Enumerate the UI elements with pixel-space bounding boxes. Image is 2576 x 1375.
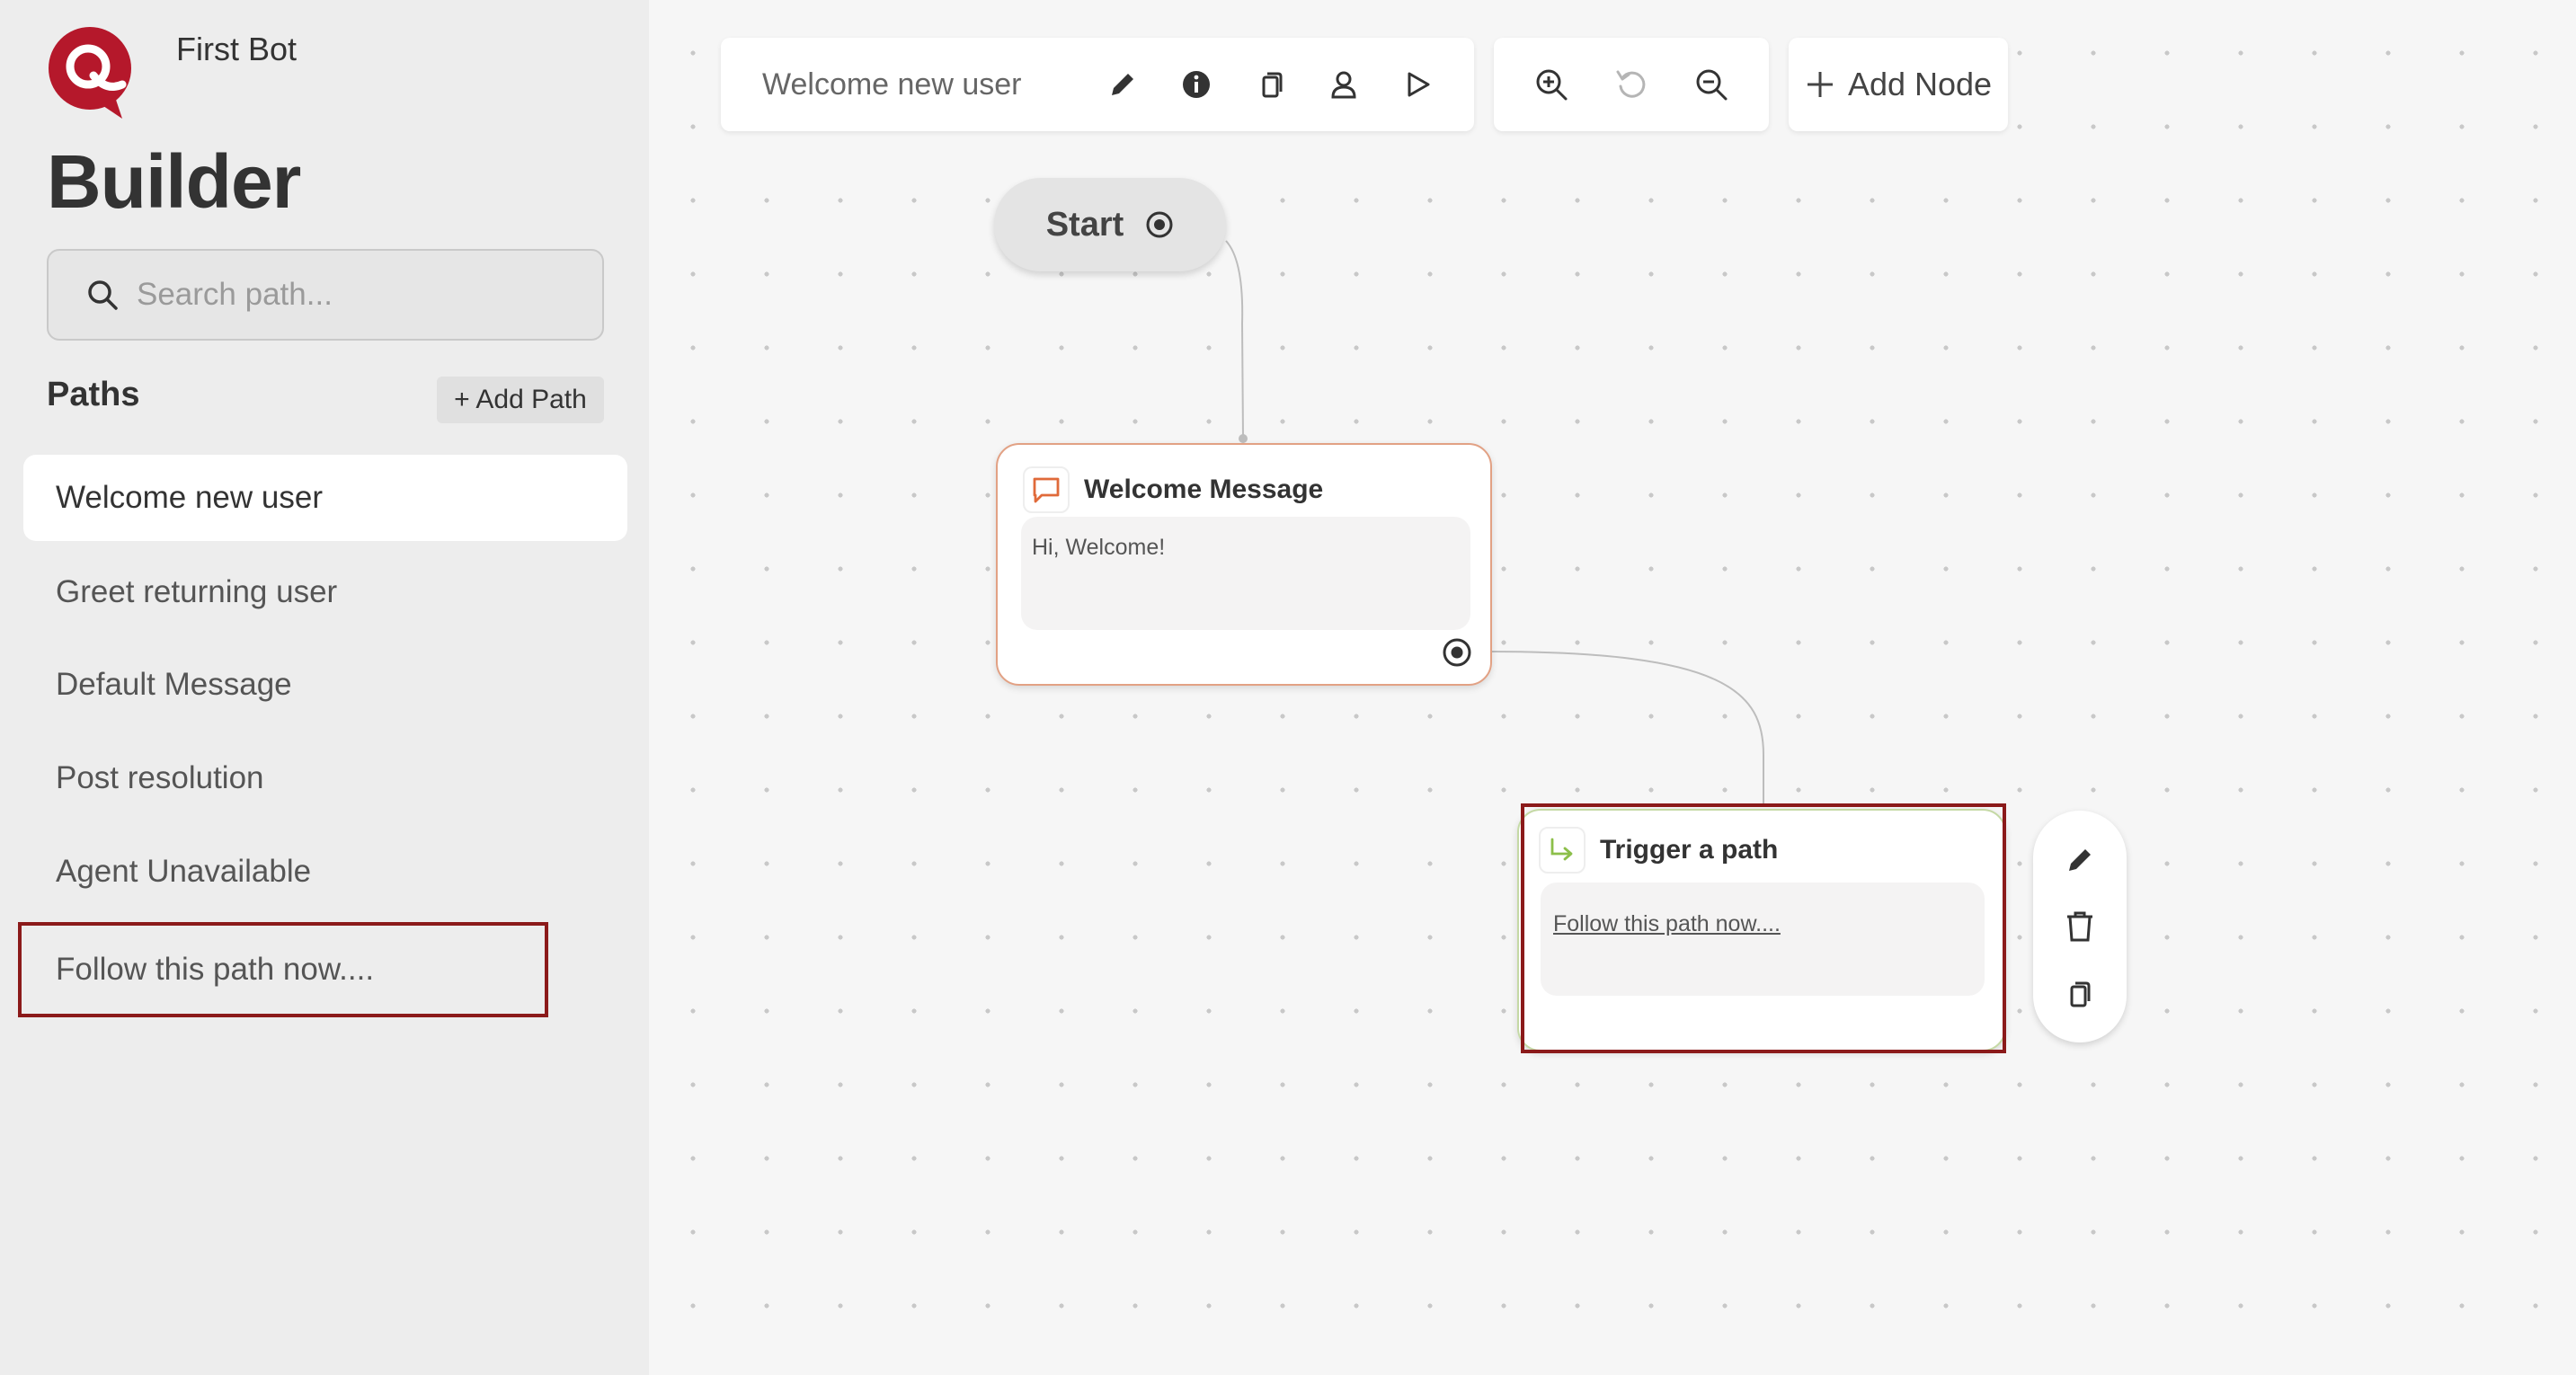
- node-title: Welcome Message: [1084, 475, 1324, 504]
- run-path-button[interactable]: [1381, 48, 1454, 121]
- target-path-link[interactable]: Follow this path now....: [1553, 911, 1781, 936]
- duplicate-node-button[interactable]: [2043, 960, 2117, 1026]
- chat-bubble-icon: [1033, 477, 1060, 503]
- edit-node-button[interactable]: [2043, 827, 2117, 893]
- current-path-name: Welcome new user: [762, 67, 1022, 102]
- zoom-out-button[interactable]: [1674, 48, 1748, 121]
- path-info-button[interactable]: [1159, 48, 1233, 121]
- path-toolbar: Welcome new user: [721, 38, 1474, 131]
- node-body: Hi, Welcome!: [1021, 517, 1470, 630]
- copy-icon: [2070, 981, 2091, 1007]
- output-handle-icon[interactable]: [1442, 637, 1472, 668]
- info-icon: [1183, 71, 1210, 98]
- node-icon-box: [1539, 827, 1586, 874]
- sidebar-item-agent-unavailable[interactable]: Agent Unavailable: [56, 854, 312, 889]
- delete-node-button[interactable]: [2043, 893, 2117, 960]
- start-label: Start: [1045, 205, 1124, 244]
- radio-target-icon[interactable]: [1145, 210, 1174, 239]
- trigger-path-node[interactable]: Trigger a path Follow this path now....: [1517, 809, 2006, 1051]
- search-input[interactable]: [137, 277, 568, 313]
- start-node[interactable]: Start: [994, 178, 1226, 271]
- pencil-icon: [1112, 74, 1133, 95]
- add-node-button[interactable]: Add Node: [1789, 38, 2008, 131]
- paths-heading: Paths: [47, 376, 140, 413]
- node-actions-menu: [2033, 811, 2127, 1042]
- zoom-out-icon: [1696, 69, 1728, 101]
- app-logo-icon: [49, 27, 131, 119]
- sidebar-item-welcome-new-user[interactable]: Welcome new user: [23, 455, 627, 541]
- node-message-text: Hi, Welcome!: [1032, 535, 1166, 560]
- node-icon-box: [1023, 466, 1070, 513]
- sidebar-item-follow-this-path[interactable]: Follow this path now....: [18, 922, 548, 1017]
- duplicate-path-button[interactable]: [1233, 48, 1307, 121]
- search-icon: [88, 280, 118, 310]
- search-box[interactable]: [47, 249, 604, 341]
- path-user-button[interactable]: [1307, 48, 1381, 121]
- edit-path-button[interactable]: [1086, 48, 1159, 121]
- add-node-label: Add Node: [1847, 66, 1993, 102]
- sidebar-item-default-message[interactable]: Default Message: [56, 667, 292, 702]
- pencil-icon: [2069, 849, 2091, 871]
- page-title: Builder: [47, 139, 301, 224]
- zoom-toolbar: [1494, 38, 1769, 131]
- bot-name: First Bot: [176, 31, 298, 67]
- add-path-button[interactable]: + Add Path: [437, 377, 604, 423]
- sidebar-item-greet-returning-user[interactable]: Greet returning user: [56, 574, 338, 609]
- welcome-message-node[interactable]: Welcome Message Hi, Welcome!: [996, 443, 1492, 686]
- redirect-arrow-icon: [1550, 838, 1573, 861]
- reset-zoom-button[interactable]: [1594, 48, 1668, 121]
- reset-icon: [1616, 70, 1646, 98]
- node-header: Trigger a path: [1539, 827, 1778, 874]
- node-title: Trigger a path: [1600, 835, 1779, 865]
- sidebar: First Bot Builder Paths + Add Path Welco…: [0, 0, 649, 1375]
- flow-canvas[interactable]: [649, 0, 2576, 1375]
- plus-icon: [1807, 72, 1833, 97]
- play-icon: [1408, 72, 1430, 97]
- zoom-in-button[interactable]: [1515, 48, 1588, 121]
- zoom-in-icon: [1536, 69, 1568, 101]
- user-icon: [1331, 71, 1356, 99]
- sidebar-item-post-resolution[interactable]: Post resolution: [56, 760, 264, 795]
- copy-icon: [1262, 72, 1283, 98]
- trash-icon: [2067, 911, 2092, 942]
- node-body: Follow this path now....: [1541, 883, 1985, 996]
- brand: [47, 25, 138, 124]
- node-header: Welcome Message: [1023, 466, 1323, 513]
